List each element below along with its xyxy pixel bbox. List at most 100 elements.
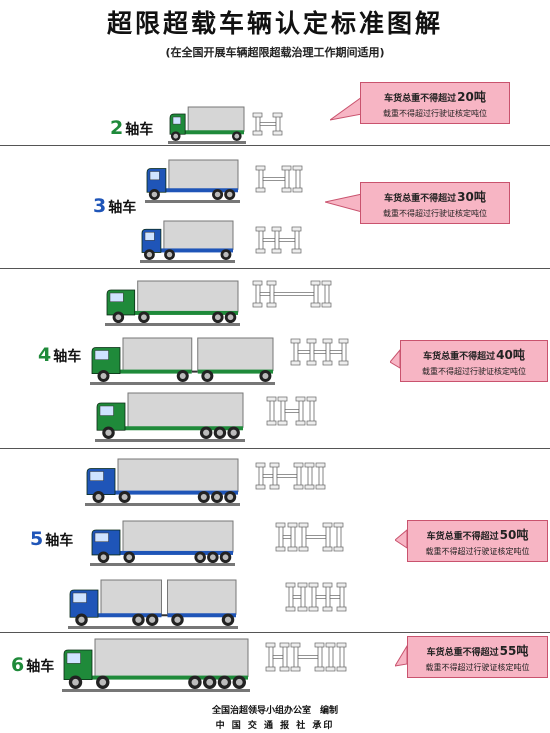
wheel-pad (295, 396, 306, 402)
wheel-pad (306, 420, 317, 426)
cab-window (99, 405, 114, 416)
axle-word: 轴车 (26, 659, 55, 675)
wheel-pad (275, 546, 286, 552)
ground-shadow (68, 626, 238, 629)
axle-bar (282, 644, 288, 670)
axle-diagram-4-semi (252, 280, 332, 308)
axle-bar (293, 644, 299, 670)
wheel-hub (197, 554, 204, 561)
axle-bar (280, 398, 286, 424)
wheel-pad (310, 280, 321, 286)
frame-beam (284, 409, 300, 413)
wheel-pad (322, 338, 333, 344)
cargo-box (122, 520, 234, 553)
callout-box: 车货总重不得超过55吨 载重不得超过行驶证核定吨位 (407, 636, 548, 678)
wheel-pad (297, 582, 308, 588)
cab-window (94, 350, 109, 360)
wheel-hub (115, 314, 122, 321)
wheel-hub (227, 494, 234, 500)
wheel-hub (72, 678, 79, 686)
wheel-pad (290, 360, 301, 366)
wheel-pad (252, 112, 263, 118)
truck-5axle-blue-semi (85, 458, 240, 506)
wheel-pad (252, 302, 263, 308)
wheel-pad (266, 280, 277, 286)
axle-bar (255, 114, 261, 134)
frame-beam (297, 655, 319, 659)
axle-number: 4 (38, 344, 52, 366)
wheel-pad (304, 484, 315, 490)
wheel-hub (100, 554, 107, 561)
wheel-pad (336, 582, 347, 588)
section-divider (0, 632, 550, 633)
truck-5axle-blue-road-train (68, 579, 238, 629)
weight-limit-callout-2: 车货总重不得超过20吨 载重不得超过行驶证核定吨位 (330, 82, 510, 142)
wheel-pad (252, 280, 263, 286)
callout-box: 车货总重不得超过40吨 载重不得超过行驶证核定吨位 (400, 340, 548, 382)
cab-window (144, 232, 155, 241)
chassis (147, 188, 238, 193)
axle-bar (295, 167, 301, 191)
axle-bar (293, 340, 299, 364)
callout-box: 车货总重不得超过50吨 载重不得超过行驶证核定吨位 (407, 520, 548, 562)
weight-limit-callout-6: 车货总重不得超过55吨 载重不得超过行驶证核定吨位 (395, 636, 548, 696)
callout-line2: 载重不得超过行驶证核定吨位 (383, 209, 487, 218)
axle-diagram-5-train (285, 582, 347, 612)
wheel-pad (321, 302, 332, 308)
drawbar (161, 614, 168, 617)
wheel-pad (269, 484, 280, 490)
axle-bar (339, 644, 345, 670)
axle-bar (317, 644, 323, 670)
wheel-pad (304, 462, 315, 468)
ground-shadow (145, 200, 240, 203)
wheel-hub (230, 429, 237, 436)
wheel-hub (224, 616, 232, 623)
chassis (97, 426, 243, 431)
cargo-box (127, 392, 244, 428)
wheel-pad (338, 338, 349, 344)
cargo-box (163, 220, 234, 250)
trailer-chassis (197, 369, 273, 374)
truck-5axle-blue-semi-b (90, 520, 235, 566)
wheel-pad (315, 484, 326, 490)
weight-limit-callout-5: 车货总重不得超过50吨 载重不得超过行驶证核定吨位 (395, 520, 548, 580)
wheel-hub (216, 429, 224, 436)
wheel-pad (336, 666, 347, 672)
wheel-pad (255, 248, 266, 254)
wheel-hub (214, 191, 221, 198)
frame-beam (278, 238, 296, 242)
axle-word: 轴车 (108, 200, 137, 216)
wheel-hub (151, 191, 158, 198)
callout-line1: 车货总重不得超过50吨 (426, 528, 529, 542)
wheel-hub (221, 678, 228, 686)
axle-bar (296, 464, 302, 488)
wheel-hub (206, 678, 214, 686)
axle-bar (275, 114, 281, 134)
wheel-pad (290, 666, 301, 672)
ground-shadow (105, 323, 240, 326)
footer-printer: 中 国 交 通 报 社 承印 (215, 721, 335, 731)
cargo-box (94, 638, 249, 678)
axle-bar (290, 524, 296, 550)
wheel-hub (95, 494, 102, 500)
axle-bar (309, 398, 315, 424)
wheel-pad (325, 666, 336, 672)
axle-diagram-6 (265, 642, 347, 672)
wheel-hub (262, 373, 269, 379)
wheel-hub (200, 494, 207, 500)
axle-number: 3 (93, 195, 107, 217)
wheel-hub (179, 373, 186, 379)
wheel-pad (277, 420, 288, 426)
callout-line2: 载重不得超过行驶证核定吨位 (383, 109, 487, 118)
frame-beam (313, 350, 327, 354)
axle-word: 轴车 (45, 533, 74, 549)
wheel-hub (100, 373, 107, 379)
wheel-pad (293, 484, 304, 490)
wheel-pad (298, 522, 309, 528)
wheel-pad (325, 642, 336, 648)
frame-beam (262, 177, 286, 181)
truck-4axle-green-semi (105, 280, 240, 326)
